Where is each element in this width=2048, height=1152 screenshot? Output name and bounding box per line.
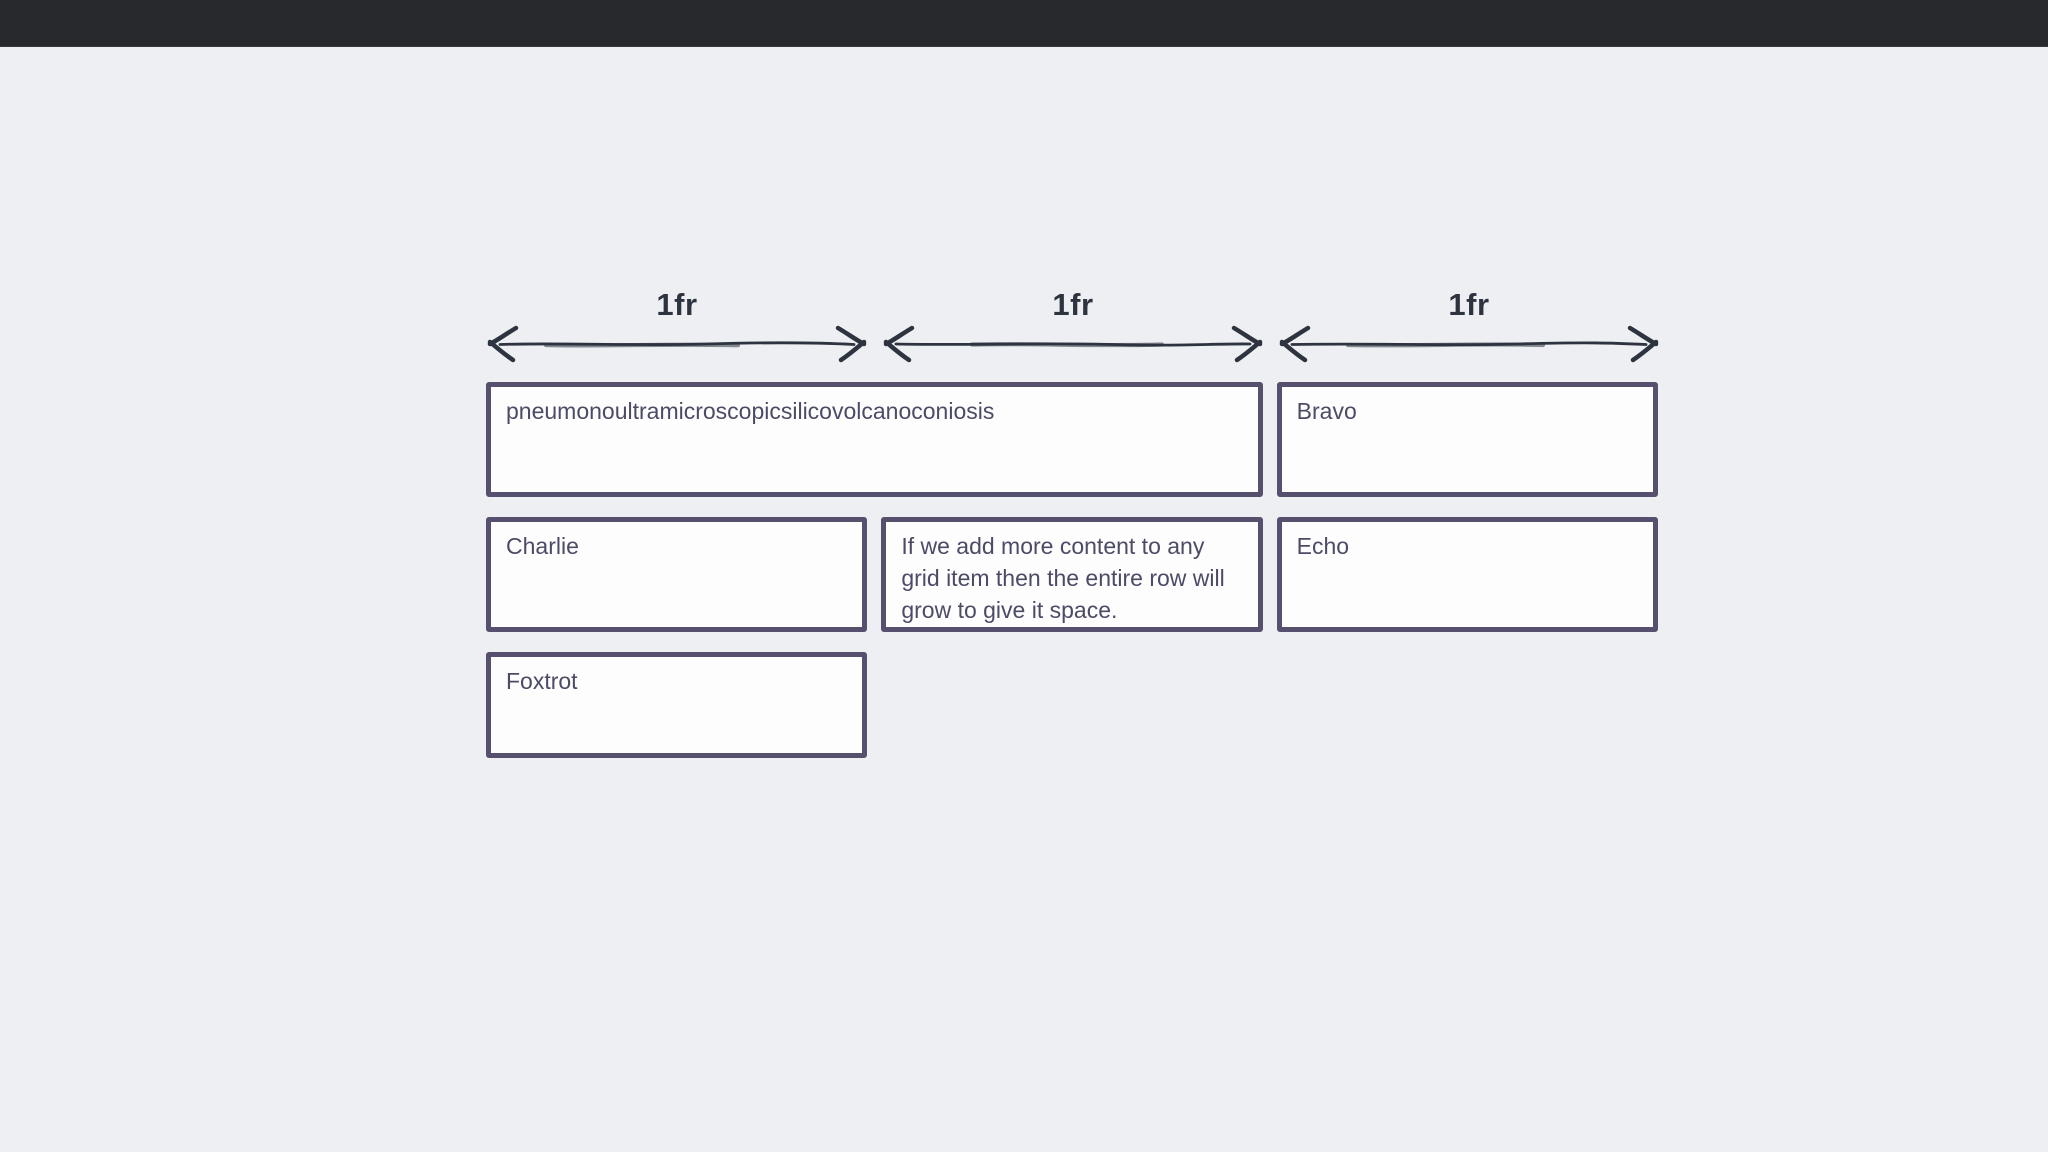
grid-item-note: If we add more content to any grid item … bbox=[881, 517, 1263, 632]
grid-diagram: 1fr 1fr 1fr bbox=[486, 288, 1660, 758]
grid-item-foxtrot: Foxtrot bbox=[486, 652, 868, 758]
double-arrow-icon bbox=[487, 325, 867, 363]
double-arrow-icon bbox=[1279, 325, 1659, 363]
top-bar bbox=[0, 0, 2048, 47]
grid-item-echo: Echo bbox=[1276, 517, 1658, 632]
column-track-1: 1fr bbox=[486, 288, 868, 363]
grid-item-text: Echo bbox=[1296, 533, 1350, 559]
grid-item-text: Charlie bbox=[506, 533, 579, 559]
column-track-3: 1fr bbox=[1278, 288, 1660, 363]
grid-item-charlie: Charlie bbox=[486, 517, 868, 632]
grid-item-text: If we add more content to any grid item … bbox=[901, 533, 1225, 623]
grid-item-text: pneumonoultramicroscopicsilicovolcanocon… bbox=[506, 398, 995, 424]
column-track-2: 1fr bbox=[882, 288, 1264, 363]
column-track-annotations: 1fr 1fr 1fr bbox=[486, 288, 1660, 363]
grid-item-text: Foxtrot bbox=[506, 668, 578, 694]
fr-track-label: 1fr bbox=[1052, 287, 1094, 322]
grid-item-text: Bravo bbox=[1296, 398, 1357, 424]
fr-track-label: 1fr bbox=[1448, 287, 1490, 322]
grid-item-bravo: Bravo bbox=[1276, 382, 1658, 497]
double-arrow-icon bbox=[883, 325, 1263, 363]
grid-item-long-word: pneumonoultramicroscopicsilicovolcanocon… bbox=[486, 382, 1263, 497]
fr-track-label: 1fr bbox=[656, 287, 698, 322]
example-grid: pneumonoultramicroscopicsilicovolcanocon… bbox=[486, 382, 1658, 758]
